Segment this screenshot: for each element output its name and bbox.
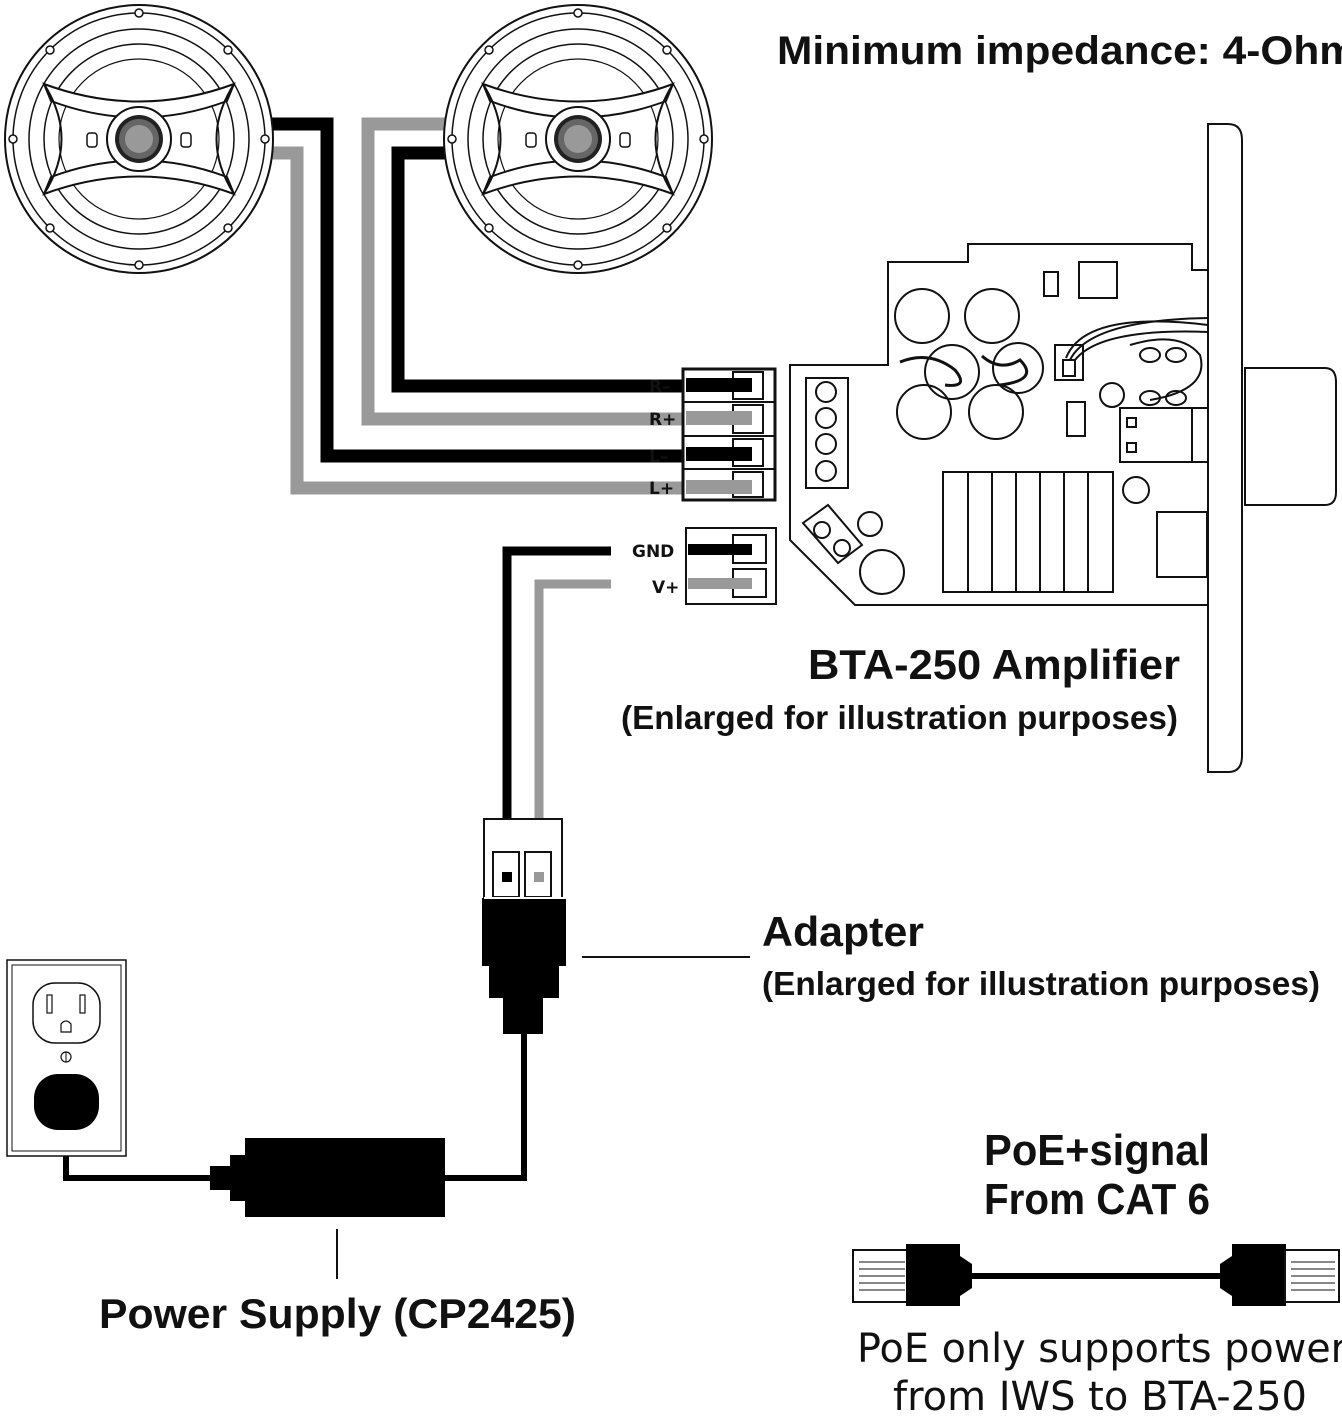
adapter-subtitle: (Enlarged for illustration purposes): [762, 965, 1320, 1002]
terminal-label-l-plus: L+: [649, 479, 674, 499]
poe-note-line2: from IWS to BTA-250: [893, 1374, 1307, 1416]
wire-adapter-to-supply: [444, 1034, 527, 1181]
terminal-label-gnd: GND: [632, 542, 674, 562]
terminal-label-vplus: V+: [652, 578, 679, 598]
wire-left-speaker-grey: [270, 146, 700, 495]
poe-title-line2: From CAT 6: [984, 1175, 1210, 1224]
adapter-title: Adapter: [762, 908, 924, 955]
power-supply-brick: [210, 1138, 445, 1217]
wire-vplus: [534, 579, 611, 880]
terminal-label-r-minus: R–: [649, 377, 671, 397]
speaker-terminal-block: [681, 367, 777, 502]
power-supply-label: Power Supply (CP2425): [99, 1290, 576, 1337]
wire-right-speaker-grey: [361, 117, 700, 426]
terminal-label-l-minus: L–: [649, 447, 668, 467]
wall-plug: [34, 1074, 99, 1130]
amplifier-mounting-plate: [1207, 123, 1243, 773]
wall-outlet: [6, 959, 127, 1157]
poe-title-line1: PoE+signal: [984, 1126, 1210, 1175]
amplifier-title: BTA-250 Amplifier: [808, 641, 1180, 688]
adapter: [482, 818, 566, 1034]
speaker-wires: [270, 117, 700, 495]
amplifier-board: [789, 123, 1337, 773]
terminal-label-r-plus: R+: [649, 410, 676, 430]
amplifier-subtitle: (Enlarged for illustration purposes): [621, 699, 1178, 736]
speaker-left: [4, 4, 274, 274]
power-terminal-block: [685, 527, 777, 605]
poe-note-line1: PoE only supports power: [857, 1326, 1342, 1372]
wire-right-speaker-black: [391, 146, 700, 393]
cat6-cable: [852, 1244, 1340, 1306]
wire-gnd: [502, 546, 611, 880]
impedance-note: Minimum impedance: 4-Ohm: [777, 29, 1342, 73]
wire-left-speaker-black: [270, 117, 700, 463]
speaker-right: [443, 4, 713, 274]
